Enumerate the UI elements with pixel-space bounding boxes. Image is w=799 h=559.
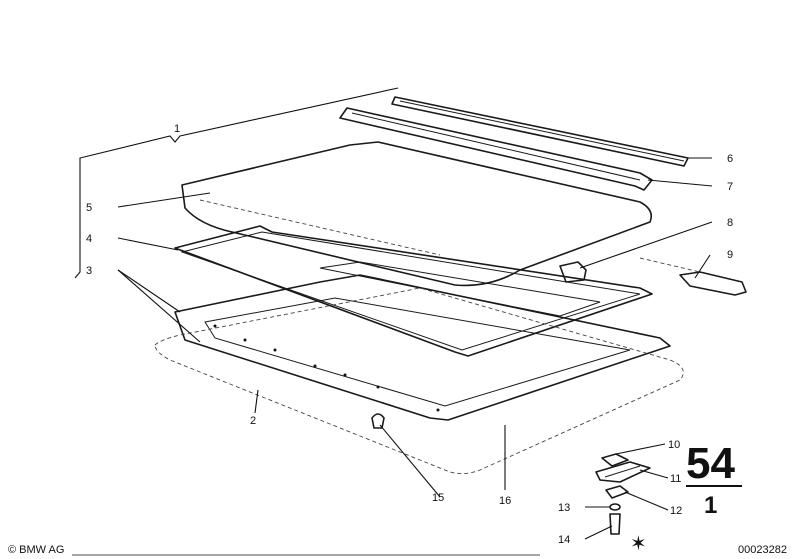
callout-8: 8 bbox=[727, 217, 733, 229]
callout-5: 5 bbox=[86, 202, 92, 214]
callout-4: 4 bbox=[86, 233, 92, 245]
part-9-bracket bbox=[639, 257, 747, 296]
callout-10: 10 bbox=[668, 439, 680, 451]
part-15-clip bbox=[371, 413, 385, 429]
callout-11: 11 bbox=[670, 473, 681, 485]
part-5-roof-panel bbox=[181, 141, 653, 287]
copyright-text: © BMW AG bbox=[8, 544, 64, 556]
part-3-inner-frame bbox=[174, 274, 671, 421]
image-number: 00023282 bbox=[738, 544, 787, 556]
callout-12: 12 bbox=[670, 505, 682, 517]
callout-16: 16 bbox=[499, 495, 511, 507]
part-2-roof-outline bbox=[154, 287, 684, 475]
part-7-seal-strip bbox=[339, 107, 653, 191]
callout-14: 14 bbox=[558, 534, 570, 546]
part-4-frame bbox=[174, 225, 653, 357]
assembly-bracket bbox=[74, 87, 399, 279]
callout-2: 2 bbox=[250, 415, 256, 427]
callout-9: 9 bbox=[727, 249, 733, 261]
group-main-number: 54 bbox=[686, 439, 735, 488]
leader-lines bbox=[117, 157, 713, 540]
callout-6: 6 bbox=[727, 153, 733, 165]
callout-1: 1 bbox=[174, 123, 180, 135]
group-number-block: 54 1 bbox=[686, 439, 742, 519]
part-6-guide-rail bbox=[391, 96, 689, 167]
parts-10-14-hardware bbox=[595, 453, 651, 535]
star-icon: ✶ bbox=[630, 533, 647, 555]
callout-3: 3 bbox=[86, 265, 92, 277]
group-sub-number: 1 bbox=[704, 492, 717, 519]
callout-7: 7 bbox=[727, 181, 733, 193]
callout-15: 15 bbox=[432, 492, 444, 504]
callout-13: 13 bbox=[558, 502, 570, 514]
part-8-pad bbox=[559, 261, 587, 283]
